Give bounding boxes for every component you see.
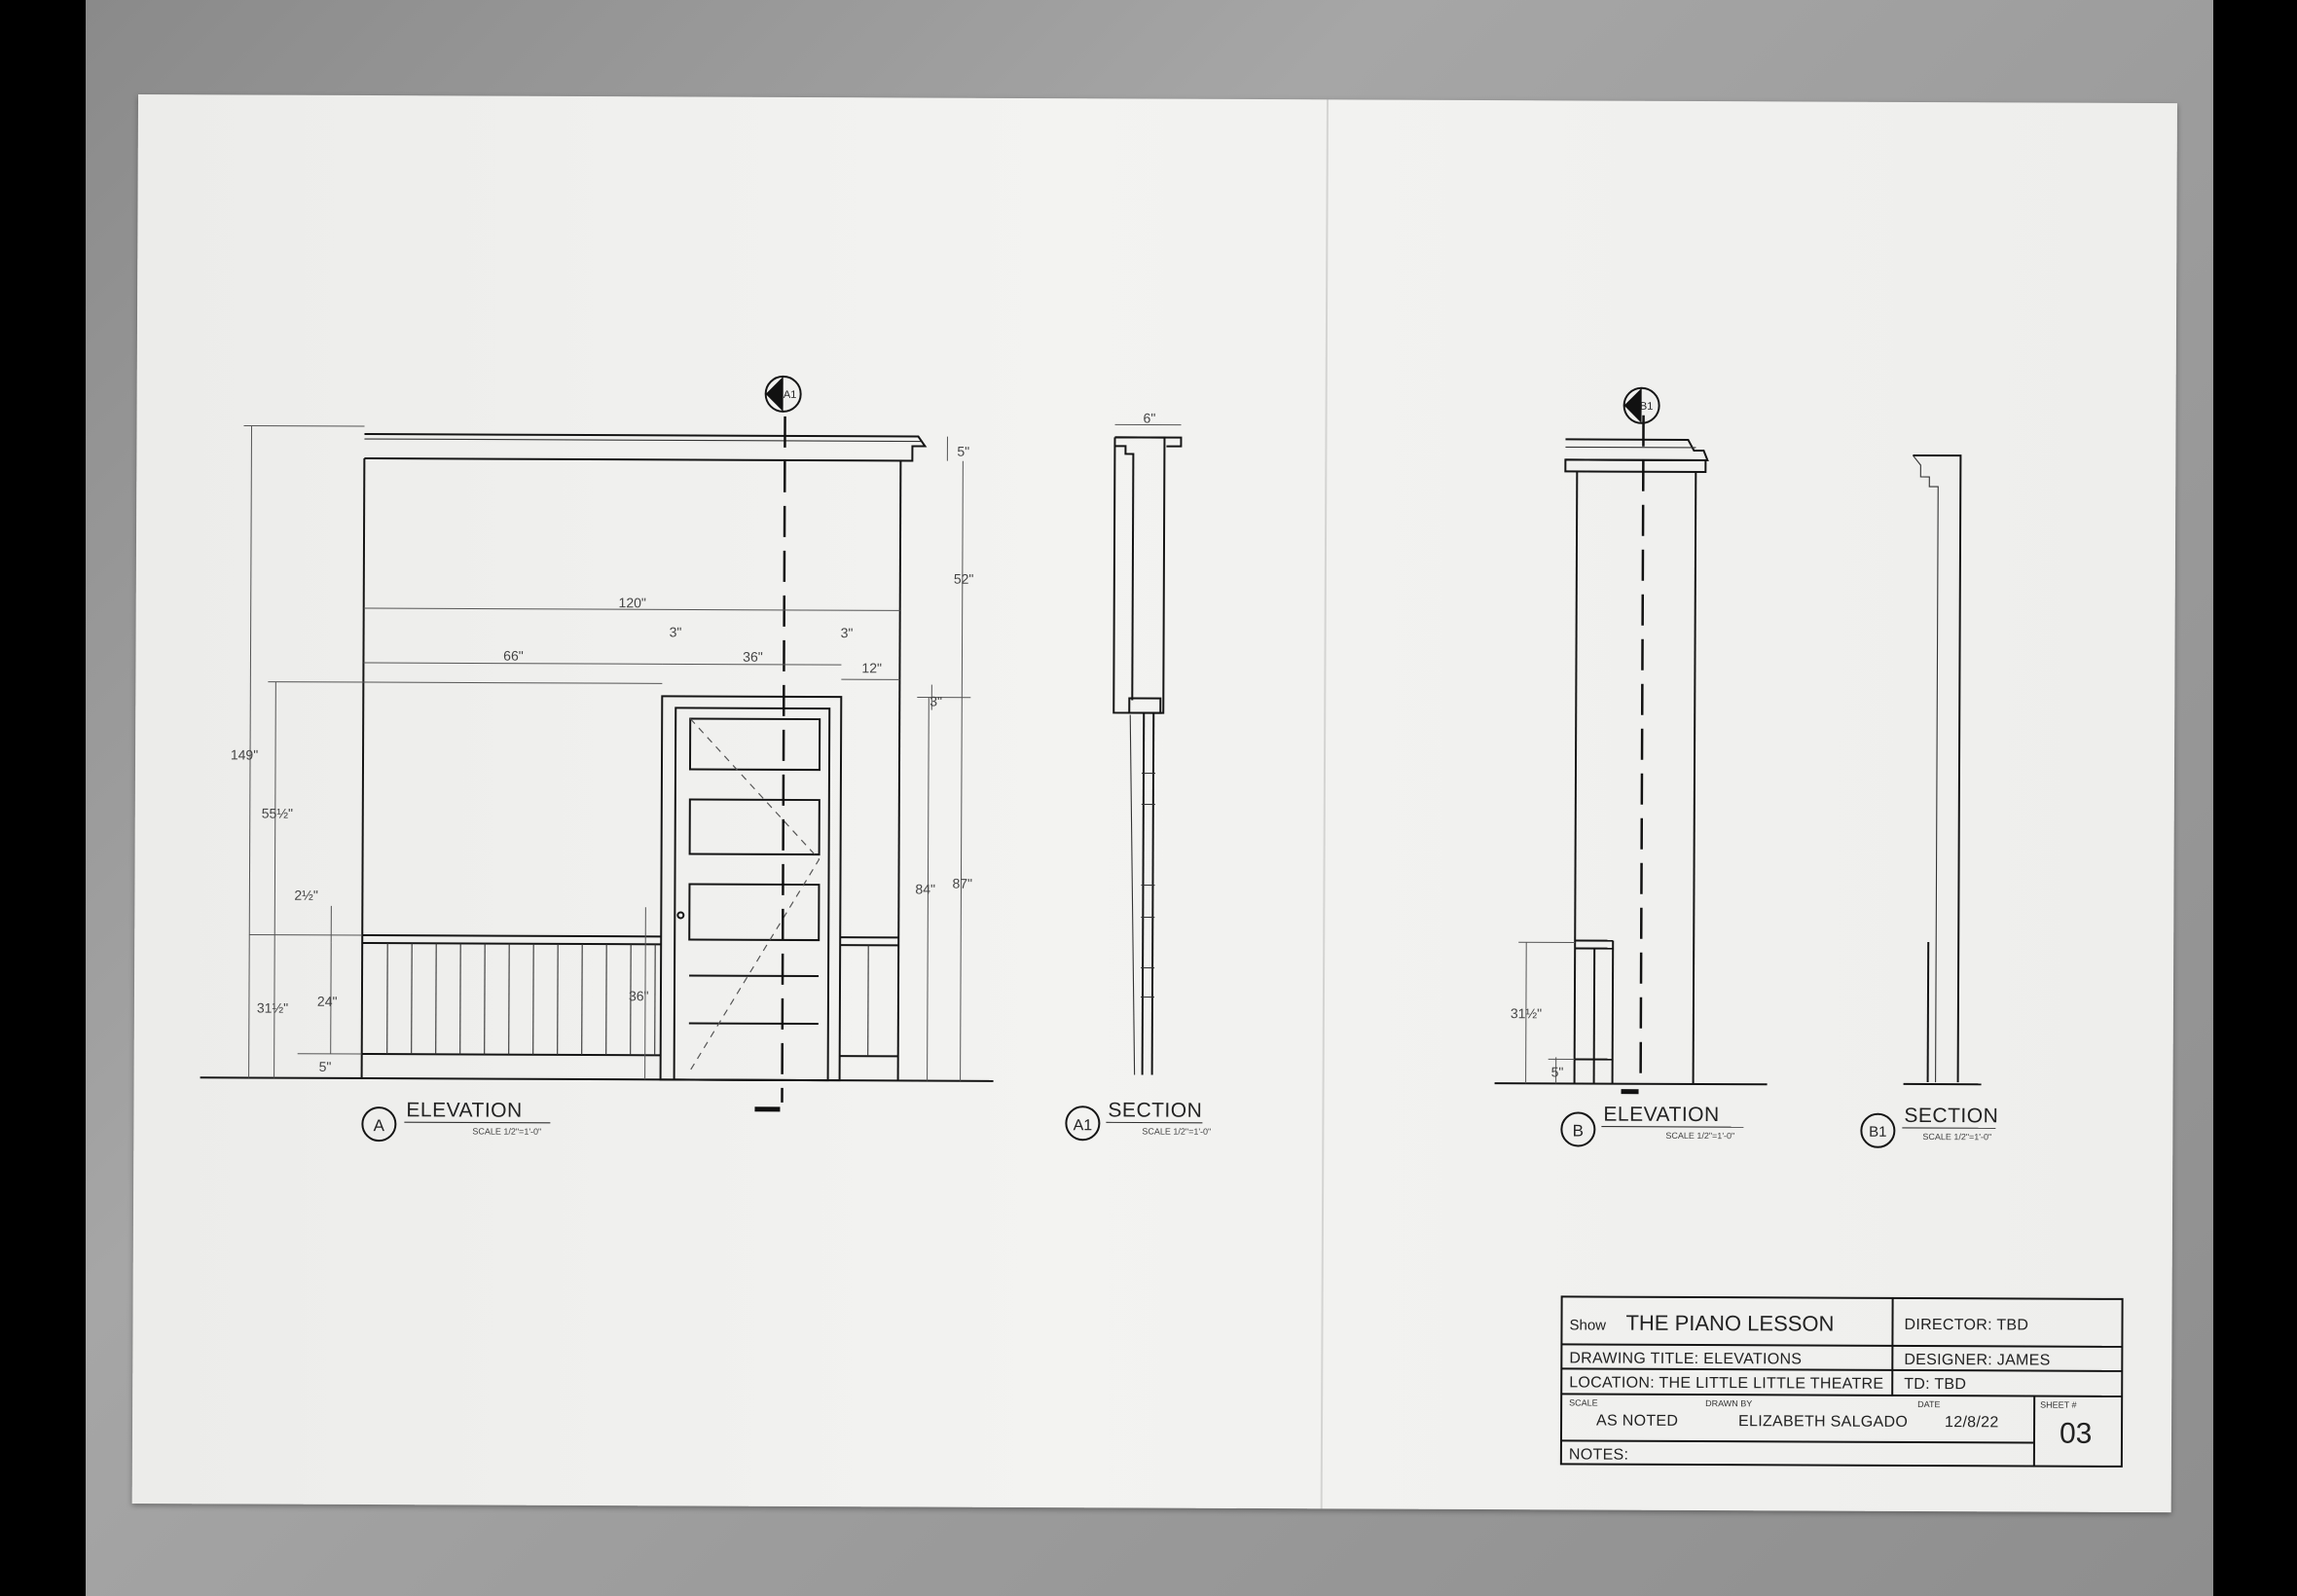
drawing-title: DRAWING TITLE: ELEVATIONS [1569, 1350, 1802, 1367]
show-label: Show [1569, 1317, 1606, 1333]
dim-casing-left: 3" [670, 624, 682, 639]
view-b-id: B [1573, 1121, 1584, 1140]
view-a-scale: SCALE 1/2"=1'-0" [472, 1127, 541, 1137]
dim-door-height: 84" [915, 881, 935, 896]
view-b1-id: B1 [1869, 1124, 1886, 1141]
view-b1-scale: SCALE 1/2"=1'-0" [1922, 1132, 1991, 1142]
dim-door-width: 36" [743, 649, 763, 665]
elevation-b: B1 31½" 5" B ELEVATION SCALE 1/2"=1'-0" [1494, 386, 1768, 1147]
dim-panel: 24" [317, 994, 338, 1009]
section-b1: B1 SECTION SCALE 1/2"=1'-0" [1860, 453, 1998, 1148]
date: 12/8/22 [1945, 1414, 1999, 1431]
view-b1-title: SECTION [1904, 1105, 1998, 1127]
sheet-number: 03 [2060, 1418, 2093, 1450]
dim-right-wall: 12" [861, 660, 882, 675]
dim-wall-mid: 55½" [262, 806, 293, 821]
elevation-a: A1 149" 5" 52" 120" 66" 36" [200, 375, 994, 1143]
date-label: DATE [1917, 1399, 1940, 1409]
view-b-title: ELEVATION [1603, 1104, 1719, 1127]
dim-section-top: 6" [1144, 411, 1156, 426]
view-a1-scale: SCALE 1/2"=1'-0" [1142, 1127, 1211, 1137]
dim-b-wainscot: 31½" [1511, 1005, 1542, 1021]
scale-value: AS NOTED [1596, 1413, 1678, 1430]
title-block: Show THE PIANO LESSON DIRECTOR: TBD DRAW… [1559, 1295, 2124, 1468]
dim-cornice: 5" [957, 444, 969, 459]
notes: NOTES: [1569, 1446, 1628, 1463]
scale-label: SCALE [1569, 1397, 1598, 1407]
dim-base: 5" [319, 1059, 332, 1074]
director: DIRECTOR: TBD [1904, 1317, 2028, 1334]
dim-wainscot: 31½" [257, 1000, 288, 1016]
dim-overall-height: 149" [231, 746, 258, 762]
location: LOCATION: THE LITTLE LITTLE THEATRE [1569, 1374, 1883, 1392]
show-title: THE PIANO LESSON [1625, 1311, 1834, 1336]
drawn-by: ELIZABETH SALGADO [1738, 1413, 1908, 1431]
dim-casing-right: 3" [841, 625, 854, 640]
drawn-by-label: DRAWN BY [1705, 1398, 1752, 1408]
view-a-title: ELEVATION [406, 1099, 522, 1122]
dim-head: 3" [930, 694, 942, 709]
view-a1-title: SECTION [1108, 1099, 1202, 1121]
callout-a1: A1 [784, 389, 797, 401]
dim-wall-width: 120" [619, 595, 646, 610]
designer: DESIGNER: JAMES [1904, 1352, 2050, 1369]
technical-director: TD: TBD [1904, 1376, 1966, 1393]
dim-upper-wall: 52" [954, 571, 974, 587]
dim-left-wall: 66" [503, 648, 524, 664]
view-a1-id: A1 [1074, 1117, 1093, 1134]
view-a-id: A [374, 1116, 385, 1135]
dim-opening-height: 87" [952, 876, 972, 891]
dim-chair-rail: 2½" [294, 888, 318, 903]
sheet-label: SHEET # [2040, 1400, 2076, 1410]
callout-b1: B1 [1640, 401, 1654, 413]
view-b-scale: SCALE 1/2"=1'-0" [1665, 1131, 1734, 1141]
section-a1: 6" A1 SECTION SCALE 1/2"=1'-0" [1065, 411, 1211, 1142]
dim-knob-height: 36" [629, 988, 649, 1003]
dim-b-base: 5" [1551, 1064, 1564, 1079]
